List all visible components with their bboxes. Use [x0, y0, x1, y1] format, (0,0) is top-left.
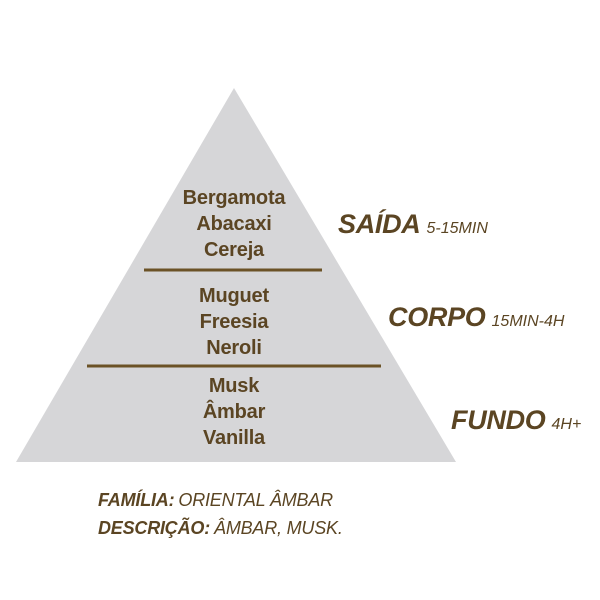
- description-line: DESCRIÇÃO:ÂMBAR, MUSK.: [98, 518, 343, 539]
- layer-name: CORPO: [388, 302, 486, 332]
- note-item: Muguet: [199, 285, 269, 307]
- note-item: Musk: [208, 375, 260, 397]
- heart-notes-group: Muguet Freesia Neroli: [114, 283, 354, 361]
- layer-name: SAÍDA: [338, 209, 421, 239]
- pyramid-triangle: [16, 88, 456, 462]
- note-item: Vanilla: [203, 427, 265, 449]
- base-notes-group: Musk Âmbar Vanilla: [114, 373, 354, 451]
- note-item: Bergamota: [182, 187, 286, 209]
- family-label: FAMÍLIA:: [98, 490, 175, 510]
- layer-duration: 4H+: [551, 416, 582, 433]
- note-item: Âmbar: [202, 401, 266, 423]
- layer-duration: 5-15MIN: [426, 220, 488, 237]
- note-item: Cereja: [204, 239, 264, 261]
- layer-label-bottom: FUNDO 4H+: [451, 405, 581, 436]
- top-notes-group: Bergamota Abacaxi Cereja: [114, 185, 354, 263]
- layer-duration: 15MIN-4H: [491, 313, 565, 330]
- description-label: DESCRIÇÃO:: [98, 518, 211, 538]
- family-line: FAMÍLIA:ORIENTAL ÂMBAR: [98, 490, 333, 511]
- layer-name: FUNDO: [451, 405, 546, 435]
- description-value: ÂMBAR, MUSK.: [214, 518, 343, 538]
- note-item: Abacaxi: [196, 213, 272, 235]
- note-item: Neroli: [206, 337, 262, 359]
- family-value: ORIENTAL ÂMBAR: [178, 490, 333, 510]
- layer-label-middle: CORPO 15MIN-4H: [388, 302, 564, 333]
- note-item: Freesia: [199, 311, 269, 333]
- layer-label-top: SAÍDA 5-15MIN: [338, 209, 488, 240]
